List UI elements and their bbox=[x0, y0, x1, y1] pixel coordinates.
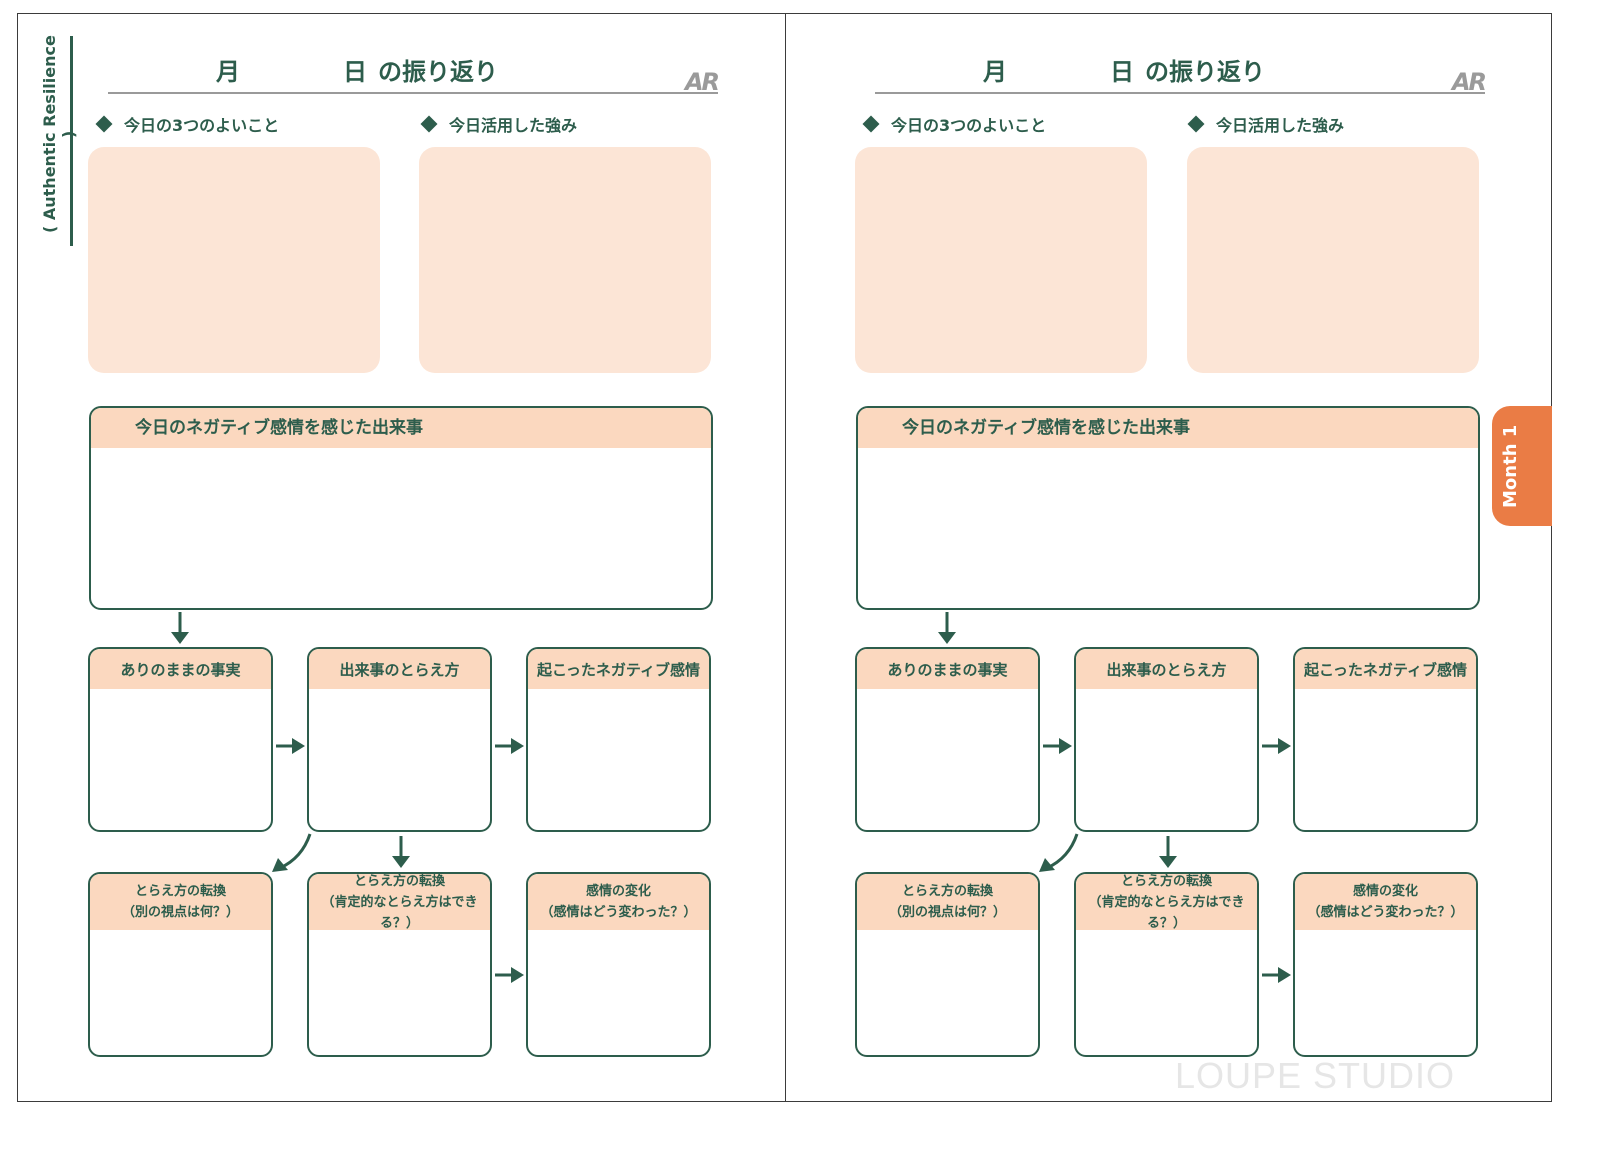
arrow-right-icon bbox=[495, 967, 524, 983]
negative-emotion-label: 起こったネガティブ感情 bbox=[1295, 649, 1476, 689]
title-day: 日 bbox=[1110, 58, 1134, 86]
negative-emotion-cell[interactable]: 起こったネガティブ感情 bbox=[1293, 647, 1478, 832]
left-page: ( Authentic Resilience ) 月 日 の振り返り AR 今日… bbox=[18, 14, 786, 1101]
negative-emotion-cell[interactable]: 起こったネガティブ感情 bbox=[526, 647, 711, 832]
spine-line bbox=[70, 36, 73, 246]
interpretation-label: 出来事のとらえ方 bbox=[1076, 649, 1257, 689]
negative-event-box[interactable]: 今日のネガティブ感情を感じた出来事 bbox=[856, 406, 1480, 610]
negative-emotion-label: 起こったネガティブ感情 bbox=[528, 649, 709, 689]
diamond-icon bbox=[1187, 115, 1205, 133]
diamond-icon bbox=[862, 115, 880, 133]
fact-cell[interactable]: ありのままの事実 bbox=[88, 647, 273, 832]
title-suffix: の振り返り bbox=[378, 58, 498, 86]
ar-logo: AR bbox=[684, 68, 720, 96]
reframe-alt-cell[interactable]: とらえ方の転換 （別の視点は何？） bbox=[855, 872, 1040, 1057]
interpretation-cell[interactable]: 出来事のとらえ方 bbox=[307, 647, 492, 832]
arrow-down-icon bbox=[1159, 836, 1177, 868]
good-things-heading: 今日の3つのよいこと bbox=[862, 112, 1047, 136]
title-month: 月 bbox=[983, 58, 1007, 86]
diamond-icon bbox=[95, 115, 113, 133]
reframe-alt-head: とらえ方の転換 （別の視点は何？） bbox=[90, 874, 271, 930]
arrow-down-icon bbox=[392, 836, 410, 868]
title-month: 月 bbox=[216, 58, 240, 86]
month-tab[interactable]: Month 1 bbox=[1492, 406, 1552, 526]
strengths-box[interactable] bbox=[419, 147, 711, 373]
arrow-down-icon bbox=[938, 612, 956, 644]
arrow-curved-icon bbox=[1039, 833, 1079, 872]
strengths-box[interactable] bbox=[1187, 147, 1479, 373]
reframe-positive-cell[interactable]: とらえ方の転換 （肯定的なとらえ方はできる？） bbox=[307, 872, 492, 1057]
spine-label: ( Authentic Resilience ) bbox=[40, 35, 78, 233]
good-things-box[interactable] bbox=[88, 147, 380, 373]
emotion-change-cell[interactable]: 感情の変化 （感情はどう変わった？） bbox=[1293, 872, 1478, 1057]
negative-event-label: 今日のネガティブ感情を感じた出来事 bbox=[91, 408, 711, 448]
interpretation-cell[interactable]: 出来事のとらえ方 bbox=[1074, 647, 1259, 832]
fact-label: ありのままの事実 bbox=[90, 649, 271, 689]
reframe-alt-title: とらえ方の転換 bbox=[901, 884, 993, 899]
reframe-positive-subtitle: （肯定的なとらえ方はできる？） bbox=[1088, 894, 1245, 931]
arrow-right-icon bbox=[1043, 738, 1072, 754]
reframe-positive-head: とらえ方の転換 （肯定的なとらえ方はできる？） bbox=[309, 873, 490, 931]
negative-event-label: 今日のネガティブ感情を感じた出来事 bbox=[858, 408, 1478, 448]
watermark: LOUPE STUDIO bbox=[1175, 1055, 1456, 1096]
negative-event-box[interactable]: 今日のネガティブ感情を感じた出来事 bbox=[89, 406, 713, 610]
reframe-alt-subtitle: （別の視点は何？） bbox=[121, 905, 239, 920]
emotion-change-subtitle: （感情はどう変わった？） bbox=[1307, 905, 1464, 920]
month-tab-label: Month 1 bbox=[1500, 424, 1521, 508]
good-things-label: 今日の3つのよいこと bbox=[891, 116, 1047, 135]
interpretation-label: 出来事のとらえ方 bbox=[309, 649, 490, 689]
strengths-label: 今日活用した強み bbox=[1216, 116, 1345, 135]
strengths-label: 今日活用した強み bbox=[449, 116, 578, 135]
planner-spread: ( Authentic Resilience ) 月 日 の振り返り AR 今日… bbox=[17, 13, 1552, 1102]
fact-cell[interactable]: ありのままの事実 bbox=[855, 647, 1040, 832]
emotion-change-head: 感情の変化 （感情はどう変わった？） bbox=[1295, 874, 1476, 930]
strengths-heading: 今日活用した強み bbox=[420, 112, 578, 136]
reframe-positive-cell[interactable]: とらえ方の転換 （肯定的なとらえ方はできる？） bbox=[1074, 872, 1259, 1057]
arrow-right-icon bbox=[1262, 738, 1291, 754]
page-title: 月 日 の振り返り AR bbox=[875, 52, 1487, 96]
arrow-right-icon bbox=[1262, 967, 1291, 983]
reframe-positive-title: とらえ方の転換 bbox=[353, 873, 445, 889]
right-page: 月 日 の振り返り AR 今日の3つのよいこと 今日活用した強み 今日のネガティ… bbox=[785, 14, 1551, 1101]
emotion-change-subtitle: （感情はどう変わった？） bbox=[540, 905, 697, 920]
reframe-alt-cell[interactable]: とらえ方の転換 （別の視点は何？） bbox=[88, 872, 273, 1057]
emotion-change-title: 感情の変化 bbox=[585, 884, 651, 899]
reframe-alt-subtitle: （別の視点は何？） bbox=[888, 905, 1006, 920]
arrow-right-icon bbox=[276, 738, 305, 754]
reframe-positive-head: とらえ方の転換 （肯定的なとらえ方はできる？） bbox=[1076, 873, 1257, 931]
emotion-change-title: 感情の変化 bbox=[1352, 884, 1418, 899]
ar-logo: AR bbox=[1451, 68, 1487, 96]
emotion-change-head: 感情の変化 （感情はどう変わった？） bbox=[528, 874, 709, 930]
good-things-label: 今日の3つのよいこと bbox=[124, 116, 280, 135]
reframe-positive-title: とらえ方の転換 bbox=[1120, 873, 1212, 889]
good-things-box[interactable] bbox=[855, 147, 1147, 373]
arrow-curved-icon bbox=[272, 833, 312, 872]
arrow-right-icon bbox=[495, 738, 524, 754]
good-things-heading: 今日の3つのよいこと bbox=[95, 112, 280, 136]
reframe-alt-head: とらえ方の転換 （別の視点は何？） bbox=[857, 874, 1038, 930]
emotion-change-cell[interactable]: 感情の変化 （感情はどう変わった？） bbox=[526, 872, 711, 1057]
reframe-alt-title: とらえ方の転換 bbox=[134, 884, 226, 899]
fact-label: ありのままの事実 bbox=[857, 649, 1038, 689]
strengths-heading: 今日活用した強み bbox=[1187, 112, 1345, 136]
diamond-icon bbox=[420, 115, 438, 133]
arrow-down-icon bbox=[171, 612, 189, 644]
title-suffix: の振り返り bbox=[1145, 58, 1265, 86]
reframe-positive-subtitle: （肯定的なとらえ方はできる？） bbox=[321, 894, 478, 931]
title-day: 日 bbox=[343, 58, 367, 86]
page-title: 月 日 の振り返り AR bbox=[108, 52, 720, 96]
